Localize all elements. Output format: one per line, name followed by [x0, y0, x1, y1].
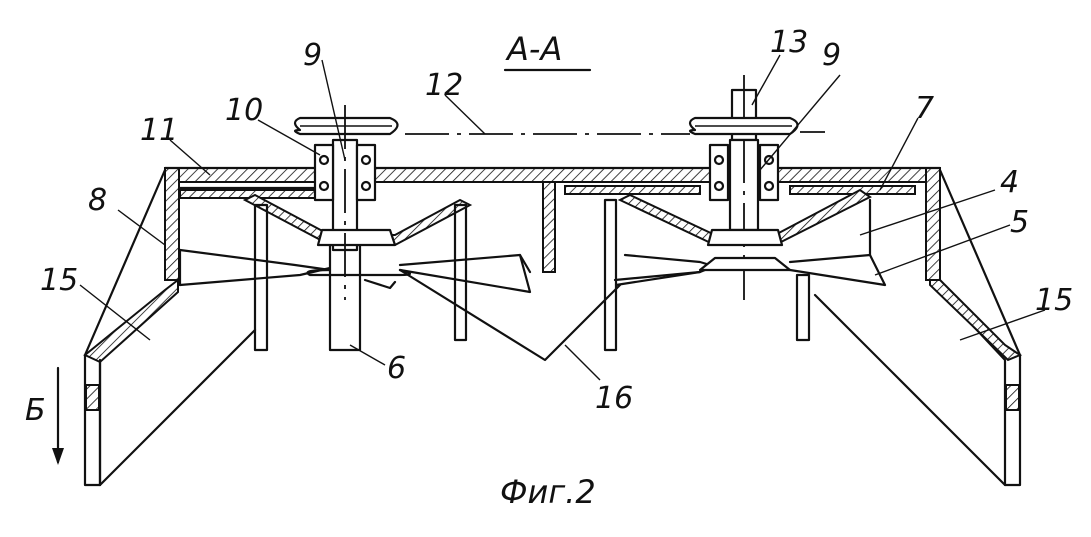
label-9-right: 9 [822, 38, 841, 73]
label-13: 13 [770, 25, 808, 60]
label-15-right: 15 [1035, 283, 1073, 318]
leader-lines [79, 54, 1046, 381]
label-12: 12 [425, 68, 463, 103]
label-10: 10 [225, 93, 263, 128]
section-title: А-А [505, 30, 562, 68]
label-16: 16 [595, 381, 633, 416]
label-7: 7 [915, 91, 934, 126]
left-rotor [178, 116, 622, 362]
left-shell [83, 168, 257, 487]
view-arrow-label: Б [25, 393, 46, 428]
label-6: 6 [387, 351, 406, 386]
label-9-left: 9 [303, 38, 322, 73]
label-5: 5 [1010, 205, 1029, 240]
view-arrow [52, 366, 64, 465]
label-8: 8 [88, 183, 107, 218]
right-rotor [603, 75, 887, 352]
label-15-left: 15 [40, 263, 78, 298]
label-4: 4 [1000, 165, 1019, 200]
figure-caption: Фиг.2 [500, 473, 596, 511]
right-shell [813, 168, 1023, 487]
label-11: 11 [140, 113, 178, 148]
